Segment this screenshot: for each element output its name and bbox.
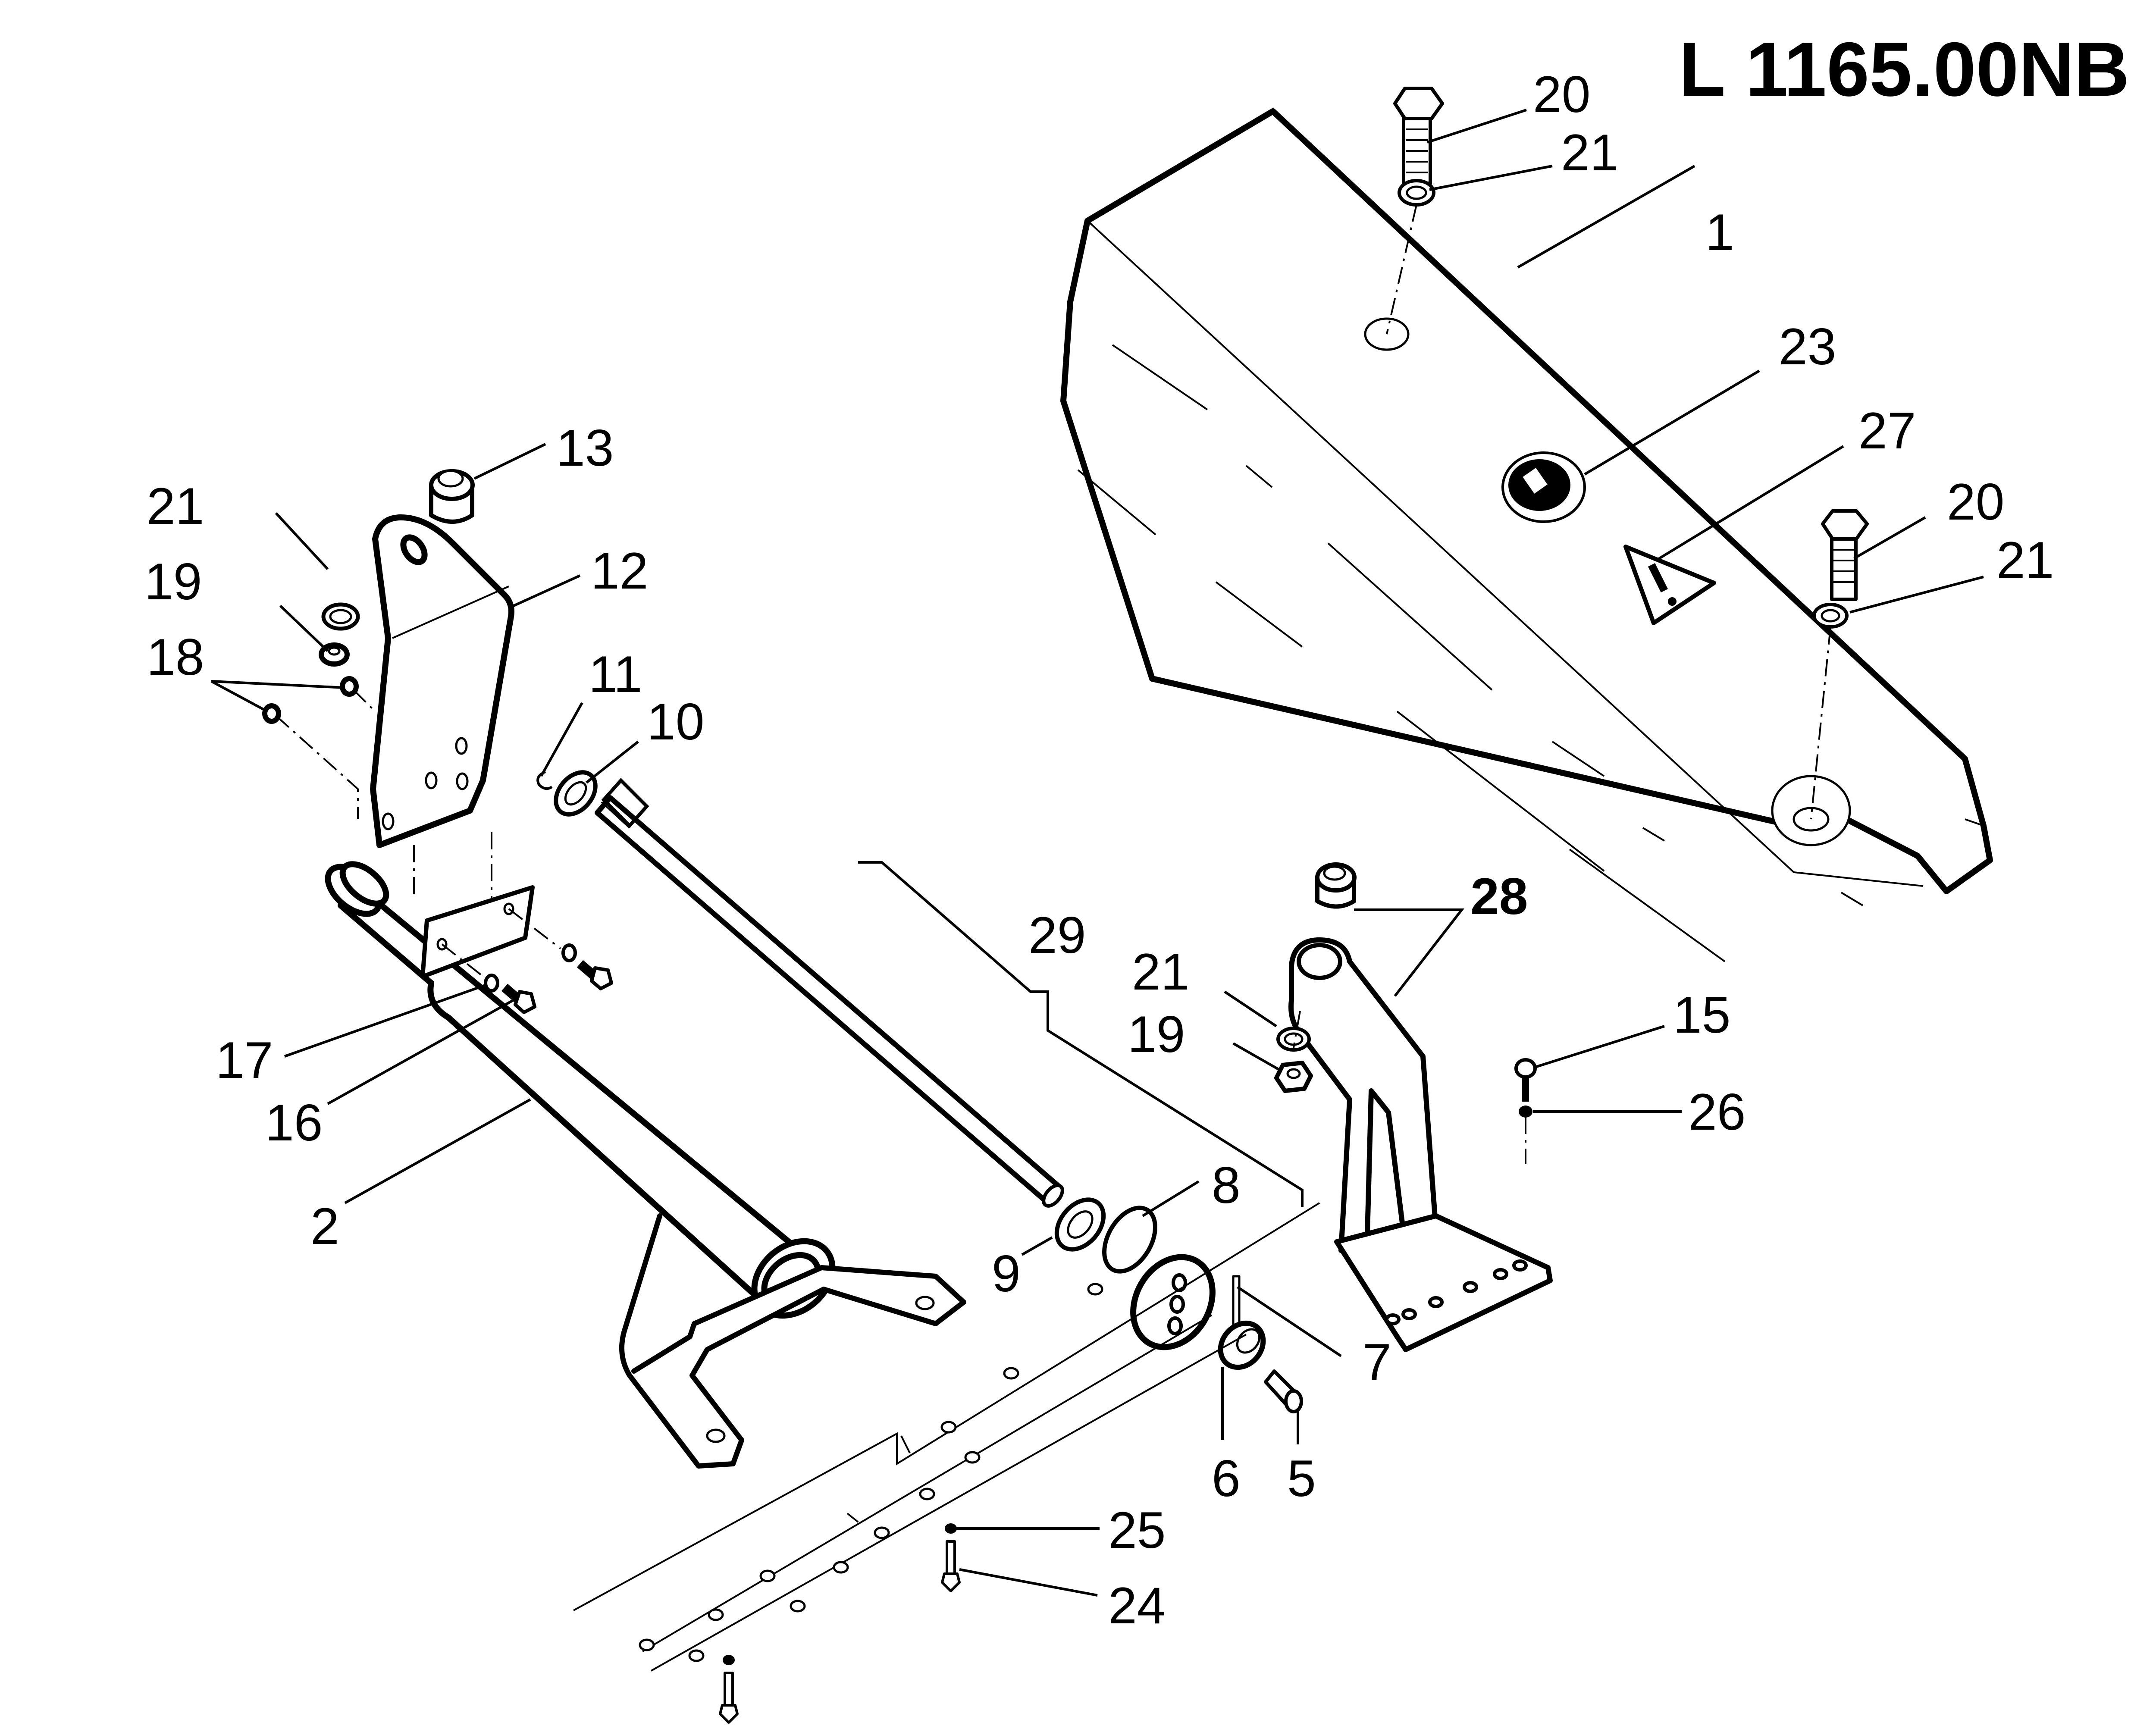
callout-28: 28 — [1470, 868, 1528, 925]
washer-17[interactable] — [484, 974, 499, 993]
callout-labels: 20 21 1 23 27 20 21 13 12 21 19 18 11 10… — [144, 66, 2054, 1635]
washer-25[interactable] — [945, 1523, 957, 1534]
washer-21-upper[interactable] — [1398, 179, 1435, 207]
bolt-16[interactable] — [501, 983, 536, 1014]
callout-17: 17 — [216, 1031, 273, 1089]
washer-21-lower[interactable] — [1812, 603, 1849, 629]
nut-18-b[interactable] — [262, 703, 281, 724]
washer-26[interactable] — [1519, 1106, 1532, 1118]
washer-21-right[interactable] — [1276, 1027, 1311, 1052]
callout-20-lower: 20 — [1947, 473, 2004, 531]
washer-lower[interactable] — [723, 1655, 735, 1665]
callout-10: 10 — [647, 693, 704, 751]
circlip-11[interactable] — [536, 770, 553, 790]
callout-19-right: 19 — [1128, 1005, 1185, 1063]
part-bracket-plate[interactable] — [370, 514, 514, 848]
part-arm[interactable] — [1288, 937, 1553, 1352]
washer-21-left[interactable] — [321, 602, 360, 631]
bushing-6[interactable] — [1212, 1315, 1272, 1376]
callout-7: 7 — [1363, 1333, 1391, 1391]
bushing-13[interactable] — [429, 469, 475, 524]
callout-20-upper: 20 — [1533, 66, 1590, 123]
callout-23: 23 — [1779, 318, 1836, 376]
callout-15: 15 — [1673, 986, 1730, 1044]
callout-21-left: 21 — [147, 477, 204, 535]
callout-12: 12 — [591, 542, 648, 600]
callout-9: 9 — [992, 1245, 1021, 1303]
part-cover-guard[interactable] — [1060, 108, 1993, 962]
callout-24: 24 — [1108, 1577, 1166, 1635]
warning-triangle-icon — [1623, 545, 1716, 625]
bolt-20-lower[interactable] — [1821, 509, 1869, 601]
callout-26: 26 — [1688, 1083, 1745, 1141]
callout-8: 8 — [1212, 1156, 1241, 1214]
bearing-9[interactable] — [1047, 1190, 1113, 1258]
callout-29: 29 — [1028, 906, 1086, 964]
bushing-pin-5[interactable] — [1264, 1369, 1303, 1413]
callout-21-upper: 21 — [1561, 124, 1618, 182]
callout-2: 2 — [310, 1197, 339, 1255]
hub-disc[interactable] — [1117, 1243, 1228, 1362]
callout-13: 13 — [556, 419, 614, 477]
callout-18: 18 — [147, 628, 204, 686]
part-drive-shaft[interactable] — [595, 778, 1066, 1209]
bearing-10[interactable] — [548, 764, 604, 822]
bushing-28[interactable] — [1315, 862, 1357, 909]
bolt-mount[interactable] — [577, 960, 613, 990]
callout-25: 25 — [1108, 1501, 1166, 1559]
callout-27: 27 — [1858, 402, 1916, 460]
callout-19-left: 19 — [144, 553, 202, 611]
bolt-24[interactable] — [941, 1540, 961, 1592]
nut-19-right[interactable] — [1274, 1061, 1313, 1093]
callout-11: 11 — [589, 645, 642, 703]
drawing-reference-code: L 1165.00NB — [1679, 26, 2130, 112]
part-frame-tube[interactable] — [320, 857, 966, 1469]
circlip-8[interactable] — [1094, 1199, 1166, 1281]
callout-6: 6 — [1212, 1450, 1241, 1507]
rotation-decal-icon — [1501, 451, 1586, 523]
bolt-20-upper[interactable] — [1393, 87, 1444, 185]
callout-16: 16 — [265, 1094, 323, 1152]
callout-21-right: 21 — [1132, 943, 1189, 1001]
callout-1: 1 — [1705, 204, 1734, 261]
deck-rail — [573, 1202, 1320, 1672]
bolt-lower[interactable] — [719, 1672, 739, 1724]
leader-lines — [210, 109, 1984, 1597]
washer-mount[interactable] — [561, 943, 577, 962]
bolt-15[interactable] — [1514, 1058, 1537, 1102]
callout-21-lower: 21 — [1996, 531, 2054, 589]
callout-5: 5 — [1287, 1450, 1316, 1507]
